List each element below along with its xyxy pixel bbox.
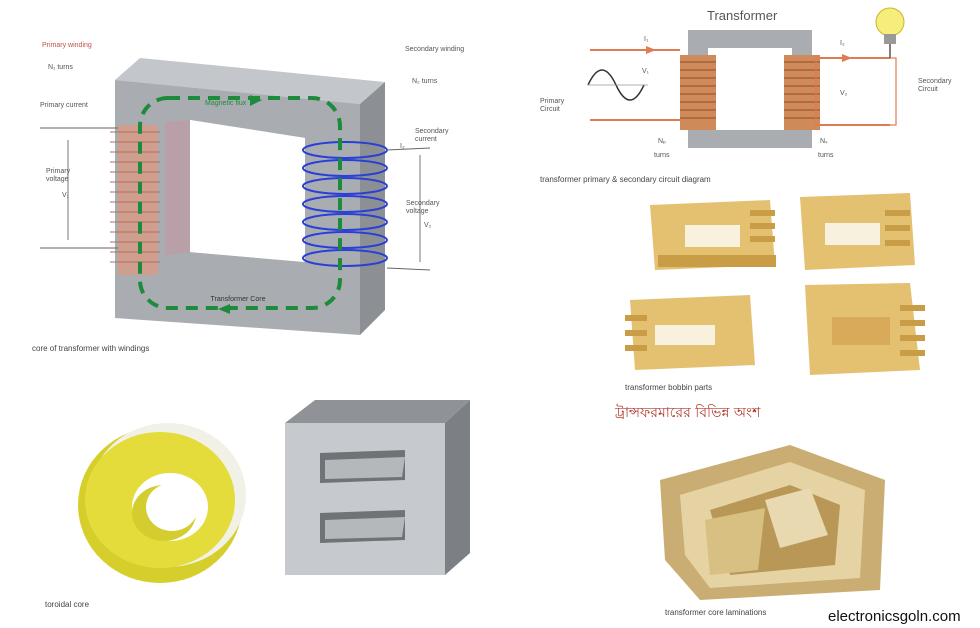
primary-turns-label: N₁ turns (48, 64, 73, 71)
ns-turns-label: turns (818, 152, 834, 159)
circuit-core (688, 30, 812, 148)
flux-arrow-bottom (218, 304, 230, 314)
primary-circuit-label: Primary Circuit (540, 98, 565, 113)
bobbins-svg (625, 193, 925, 375)
secondary-turns-label: N₂ turns (412, 78, 438, 85)
circuit-v1-label: V₁ (642, 68, 650, 75)
circuit-primary-coil (680, 55, 716, 130)
secondary-winding (302, 141, 431, 271)
ei-core-body (285, 423, 445, 575)
core-window-inner (190, 120, 305, 262)
primary-wires (590, 49, 680, 121)
secondary-current-label: Secondary current (415, 128, 449, 143)
primary-voltage-label: Primary voltage (46, 168, 71, 183)
primary-current-label: Primary current (40, 102, 88, 109)
photo-panel: transformer core laminations (640, 440, 900, 620)
bobbin-3 (625, 295, 755, 370)
flux-label: Magnetic flux (205, 100, 247, 107)
circuit-v2-label: V₂ (840, 90, 848, 97)
circuit-i2-label: I₂ (840, 40, 845, 47)
core-diagram-panel: Primary winding N₁ turns Primary current… (0, 0, 480, 370)
bobbins-caption: transformer bobbin parts (625, 383, 713, 392)
core-diagram-svg (40, 58, 431, 335)
ns-label: Nₛ (820, 138, 828, 145)
v1-label: V₁ (62, 192, 70, 199)
photo-caption: transformer core laminations (665, 608, 767, 617)
i2-label: I₂ (400, 143, 405, 150)
flux-path (138, 96, 342, 310)
ei-core-svg (285, 400, 470, 575)
core-label: Transformer Core (210, 296, 266, 303)
bengali-caption: ট্রান্সফরমারের বিভিন্ন অংশ (615, 405, 761, 421)
bobbins-panel: transformer bobbin parts ট্রান্সফরমারের … (610, 185, 940, 425)
toroid-svg (78, 423, 246, 583)
core-diagram-caption: core of transformer with windings (32, 344, 150, 353)
secondary-circuit-label: Secondary Circuit (918, 78, 952, 93)
lamp-icon (875, 7, 905, 58)
v2-label: V₂ (424, 222, 432, 229)
ei-core-panel (280, 395, 480, 585)
np-turns-label: turns (654, 152, 670, 159)
bobbin-4 (805, 283, 925, 375)
bobbin-2 (800, 193, 915, 270)
np-label: Nₚ (658, 138, 667, 145)
circuit-title: Transformer (707, 8, 778, 23)
circuit-i1-label: I₁ (644, 36, 649, 43)
core-window-shadow (165, 120, 190, 256)
primary-winding-label: Primary winding (42, 42, 92, 49)
toroid-panel: toroidal core (45, 395, 260, 620)
circuit-caption: transformer primary & secondary circuit … (540, 175, 711, 184)
core-top-face (115, 58, 385, 104)
watermark: electronicsgoln.com (828, 608, 961, 625)
circuit-diagram-svg (587, 7, 905, 148)
secondary-winding-label: Secondary winding (405, 46, 465, 53)
secondary-voltage-label: Secondary voltage (406, 200, 440, 215)
circuit-secondary-coil (784, 55, 820, 130)
secondary-loop (815, 57, 897, 126)
circuit-diagram-panel: Transformer I₁ I₂ V₁ V₂ Primary Circuit … (530, 0, 980, 195)
bobbin-1 (650, 200, 776, 270)
flux-arrow-top (250, 95, 262, 106)
secondary-wires (820, 57, 890, 126)
photo-svg (660, 445, 885, 600)
toroid-caption: toroidal core (45, 600, 90, 609)
